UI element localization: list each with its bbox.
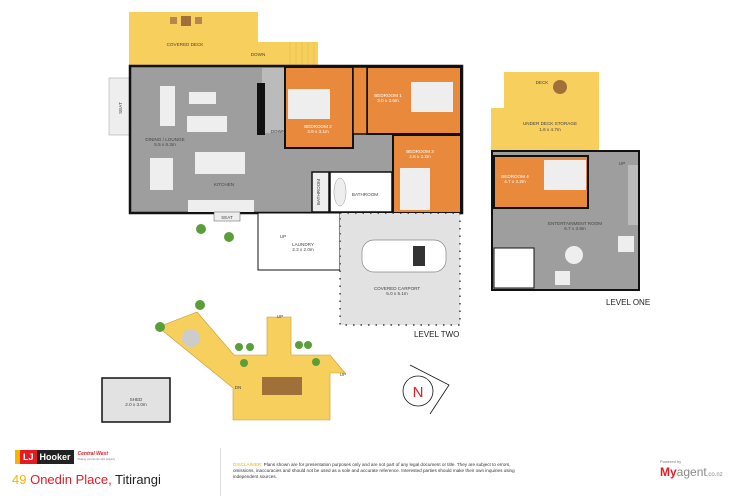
- round-table: [182, 329, 200, 347]
- entertainment-label: ENTERTAINMENT ROOM: [548, 221, 602, 226]
- storage-label: UNDER DECK STORAGE: [523, 121, 577, 126]
- compass-north-label: N: [413, 384, 424, 401]
- disclaimer: DISCLAIMER: Plans shown are for presenta…: [233, 462, 533, 480]
- down-stairs-label: DOWN: [271, 129, 286, 134]
- bedroom-3-label: BEDROOM 3: [406, 149, 434, 154]
- car-windscreen: [413, 246, 425, 266]
- bathroom-label: BATHROOM: [352, 192, 378, 197]
- stair-wall: [257, 83, 265, 135]
- bedroom-3-size: 2.8 x 3.2m: [409, 154, 431, 159]
- bedroom-1-label: BEDROOM 1: [374, 93, 402, 98]
- bed: [400, 168, 430, 210]
- laundry-up-label: UP: [280, 234, 286, 239]
- wardrobe: [352, 66, 368, 135]
- level-two-label: LEVEL TWO: [414, 330, 459, 339]
- sofa: [160, 86, 175, 126]
- storage-size: 1.6 x 4.7m: [539, 127, 561, 132]
- carport-label: COVERED CARPORT: [374, 286, 421, 291]
- property-address: 49 Onedin Place, Titirangi: [12, 472, 161, 487]
- dining-table: [150, 158, 173, 190]
- deck-stairs: [258, 42, 318, 65]
- address-street: Onedin Place,: [30, 472, 112, 487]
- laundry-label: LAUNDRY: [292, 242, 314, 247]
- bedroom-4-size: 4.7 x 3.2m: [504, 179, 526, 184]
- shed-label: SHED: [130, 397, 143, 402]
- stairs: [262, 68, 284, 133]
- bed: [544, 160, 586, 190]
- outdoor-table: [262, 377, 302, 395]
- compass: N: [402, 364, 450, 415]
- dining-lounge-size: 5.5 x 6.3m: [154, 142, 176, 147]
- covered-deck-label: COVERED DECK: [167, 42, 205, 47]
- kitchen-label: KITCHEN: [214, 182, 234, 187]
- logo-hooker: Hooker: [36, 450, 74, 464]
- disclaimer-heading: DISCLAIMER:: [233, 462, 263, 467]
- brand-tld: .co.nz: [706, 472, 723, 478]
- shed-size: 2.0 x 3.0m: [125, 402, 147, 407]
- deck-dn-label: DN: [235, 385, 242, 390]
- seat-label: SEAT: [118, 102, 123, 114]
- deck-table: [553, 80, 567, 94]
- covered-deck: [129, 12, 258, 65]
- down-label: DOWN: [251, 52, 266, 57]
- deck-up-label: UP: [277, 314, 283, 319]
- kitchen-bench: [188, 200, 254, 212]
- address-number: 49: [12, 472, 27, 487]
- bed: [288, 89, 330, 119]
- disclaimer-text: Plans shown are for presentation purpose…: [233, 462, 515, 479]
- level-two-plan: COVERED DECK DOWN SEAT DINING / LOUNGE 5…: [101, 12, 464, 423]
- shed: [101, 377, 171, 423]
- myagent-logo: Myagent.co.nz: [660, 465, 723, 479]
- seat-kitchen-label: SEAT: [221, 215, 233, 220]
- kitchen-island: [195, 152, 245, 174]
- level-one-plan: DECK UNDER DECK STORAGE 1.6 x 4.7m BEDRO…: [491, 72, 650, 307]
- deck-level-one: [491, 72, 599, 150]
- laundry-size: 2.3 x 2.0m: [292, 247, 314, 252]
- agency-tagline: Helping you into the right property: [77, 458, 116, 461]
- brand-agent: agent: [676, 465, 707, 479]
- bathroom-small: [311, 171, 330, 213]
- divider: [220, 448, 221, 496]
- armchair: [618, 236, 634, 252]
- laundry: [257, 212, 341, 271]
- bedroom-4-label: BEDROOM 4: [501, 174, 529, 179]
- powered-by: Powered by: [660, 459, 682, 464]
- level-one-label: LEVEL ONE: [606, 298, 650, 307]
- outdoor-deck: [157, 311, 346, 421]
- seat-kitchen: [213, 211, 241, 222]
- deck-label: DECK: [536, 80, 550, 85]
- address-suburb: Titirangi: [115, 472, 161, 487]
- car: [361, 239, 447, 273]
- floor-plan: COVERED DECK DOWN SEAT DINING / LOUNGE 5…: [101, 12, 650, 423]
- deck-chair: [170, 17, 177, 24]
- bedroom-2-size: 3.9 x 3.1m: [307, 129, 329, 134]
- trees: [155, 224, 320, 367]
- bedroom-2-label: BEDROOM 2: [304, 124, 332, 129]
- up-label: UP: [619, 161, 625, 166]
- bed: [411, 82, 453, 112]
- logo-lj: LJ: [15, 450, 37, 464]
- bathroom-small-label: BATHROOM: [316, 179, 321, 205]
- sofa: [187, 116, 227, 132]
- carport-size: 5.0 x 5.1m: [386, 291, 408, 296]
- coffee-table: [189, 92, 216, 104]
- bathtub: [333, 177, 347, 207]
- bedroom-1-size: 3.0 x 3.6m: [377, 98, 399, 103]
- bathroom: [493, 247, 535, 289]
- branch-name: Central West: [77, 451, 109, 457]
- armchair: [555, 271, 570, 285]
- ottoman: [565, 246, 583, 264]
- brand-my: My: [660, 465, 677, 479]
- deck-chair: [195, 17, 202, 24]
- deck-up-label-2: UP: [340, 372, 346, 377]
- entertainment-size: 6.7 x 3.8m: [564, 226, 586, 231]
- stairs: [628, 165, 638, 225]
- dining-lounge-label: DINING / LOUNGE: [145, 137, 184, 142]
- deck-table: [181, 16, 191, 26]
